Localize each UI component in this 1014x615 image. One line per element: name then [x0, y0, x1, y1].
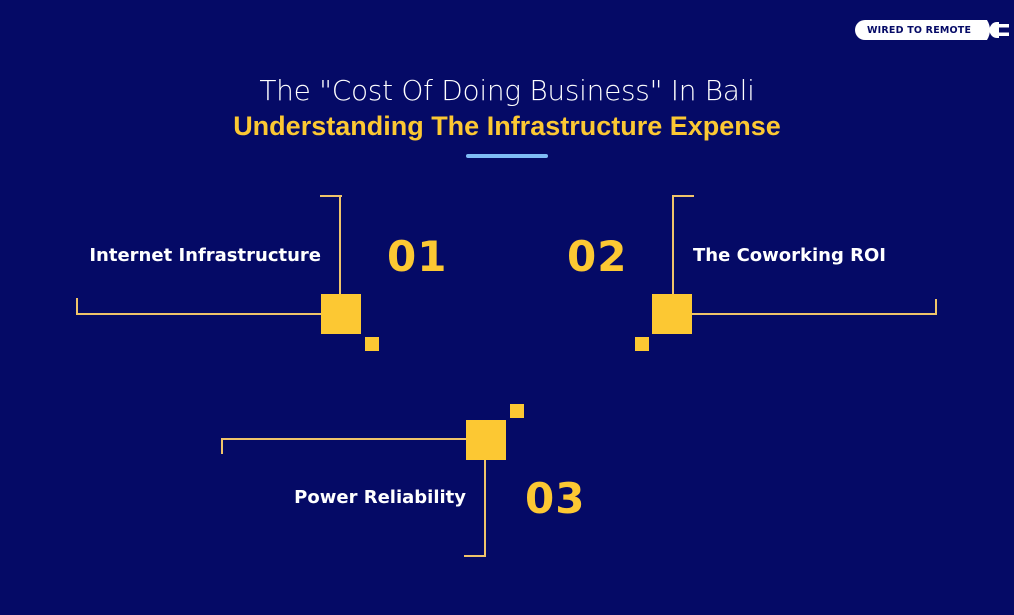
item-number: 01 — [387, 232, 448, 281]
item-number: 02 — [567, 232, 628, 281]
bracket-tick — [935, 299, 937, 315]
item-number: 03 — [525, 474, 586, 523]
item-label: Power Reliability — [294, 487, 466, 508]
large-square — [652, 294, 692, 334]
bracket-bottom-stub — [464, 555, 486, 557]
bracket-horizontal — [76, 313, 322, 315]
logo-text: WIRED TO REMOTE — [855, 20, 984, 40]
small-square — [510, 404, 524, 418]
bracket-tick — [76, 298, 78, 315]
small-square — [635, 337, 649, 351]
title-divider — [466, 154, 548, 158]
bracket-horizontal — [221, 438, 467, 440]
bracket-top-stub — [672, 195, 694, 197]
item-label: Internet Infrastructure — [89, 245, 321, 266]
large-square — [466, 420, 506, 460]
bracket-vertical — [484, 459, 486, 557]
plug-icon — [983, 20, 1010, 40]
small-square — [365, 337, 379, 351]
large-square — [321, 294, 361, 334]
bracket-vertical — [672, 195, 674, 295]
page-title: The "Cost Of Doing Business" In Bali — [259, 74, 755, 107]
item-label: The Coworking ROI — [693, 245, 886, 266]
bracket-horizontal — [691, 313, 937, 315]
brand-logo: WIRED TO REMOTE — [855, 20, 1010, 40]
page-subtitle: Understanding The Infrastructure Expense — [233, 111, 781, 141]
bracket-vertical — [339, 195, 341, 295]
bracket-top-stub — [320, 195, 342, 197]
bracket-tick — [221, 438, 223, 454]
